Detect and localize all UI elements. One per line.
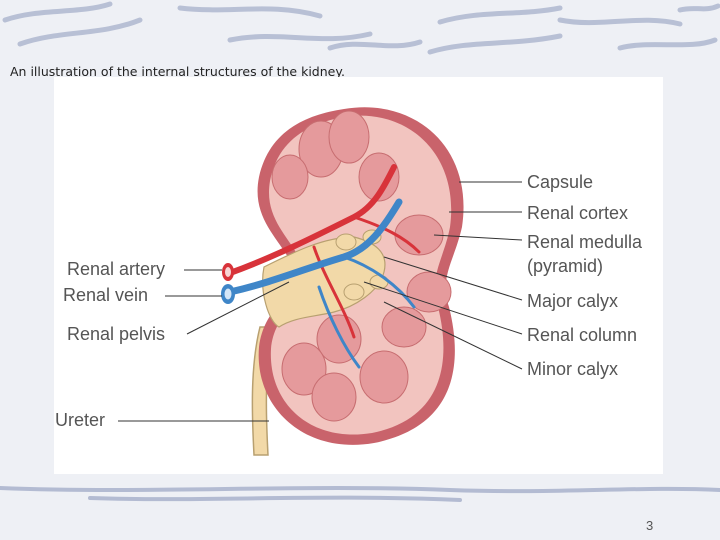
artery-end	[222, 263, 234, 281]
kidney-illustration: Capsule Renal cortex Renal medulla (pyra…	[54, 77, 663, 474]
vein-end	[221, 284, 235, 304]
label-major-calyx: Major calyx	[527, 291, 618, 311]
label-renal-artery: Renal artery	[67, 259, 165, 279]
page-number: 3	[646, 518, 654, 533]
leader-lines	[118, 181, 523, 422]
label-ureter: Ureter	[55, 410, 105, 430]
figure-caption: An illustration of the internal structur…	[10, 64, 345, 79]
label-renal-column: Renal column	[527, 325, 637, 345]
label-renal-vein: Renal vein	[63, 285, 148, 305]
label-renal-medulla: Renal medulla	[527, 232, 643, 252]
label-capsule: Capsule	[527, 172, 593, 192]
renal-vessels	[226, 164, 421, 369]
label-renal-pelvis: Renal pelvis	[67, 324, 165, 344]
label-renal-cortex: Renal cortex	[527, 203, 628, 223]
label-pyramid: (pyramid)	[527, 256, 603, 276]
label-minor-calyx: Minor calyx	[527, 359, 618, 379]
